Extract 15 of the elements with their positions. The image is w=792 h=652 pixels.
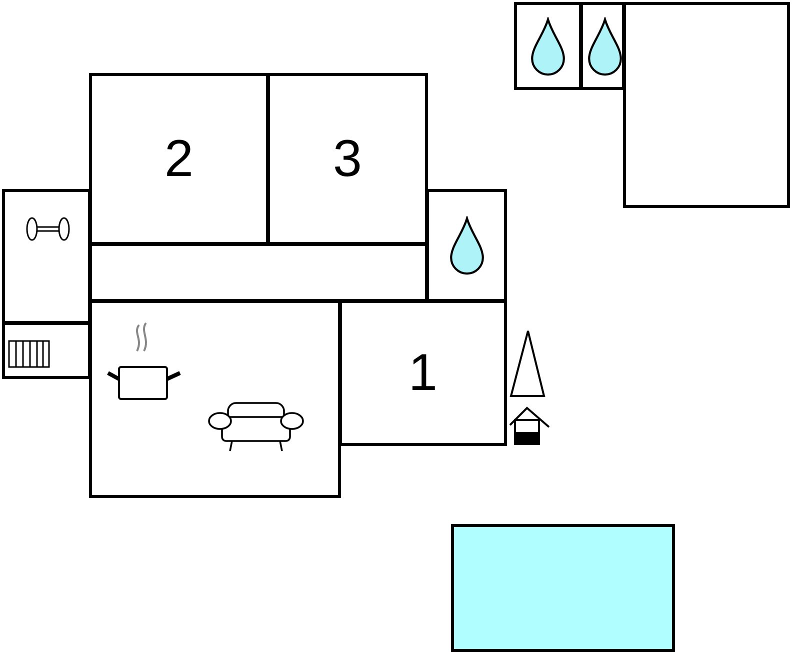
room-number: 2 [164, 133, 194, 185]
room-box [426, 189, 507, 302]
room-number: 1 [408, 347, 438, 399]
room-box [89, 73, 269, 245]
room-box [2, 189, 91, 324]
room-number: 3 [333, 133, 362, 185]
room-box [89, 300, 341, 498]
room-box [514, 2, 582, 90]
room-box [580, 2, 625, 90]
room-box [89, 243, 428, 302]
pool-rect [451, 524, 675, 652]
room-box [339, 300, 507, 446]
room-box [267, 73, 428, 245]
room-box [2, 322, 91, 379]
room-box [623, 2, 790, 208]
